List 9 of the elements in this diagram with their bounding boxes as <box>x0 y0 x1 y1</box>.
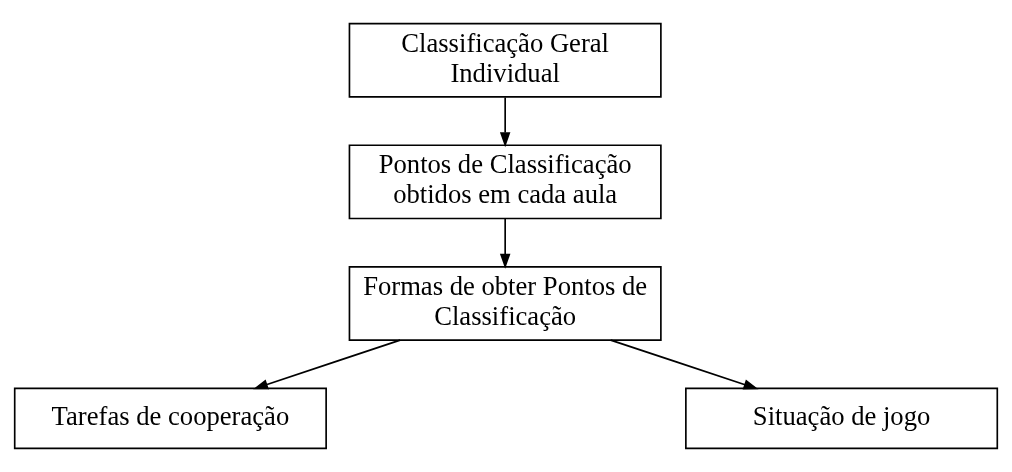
arrow <box>609 339 759 390</box>
arrow <box>499 96 511 148</box>
arrow <box>253 339 401 390</box>
node-box: Classificação Geral Individual <box>348 22 662 98</box>
node-box: Situação de jogo <box>685 387 999 450</box>
node-box: Formas de obter Pontos de Classificação <box>348 265 662 341</box>
node-box: Pontos de Classificação obtidos em cada aula <box>348 144 662 220</box>
arrow <box>499 218 511 269</box>
node-box: Tarefas de cooperação <box>13 387 327 450</box>
